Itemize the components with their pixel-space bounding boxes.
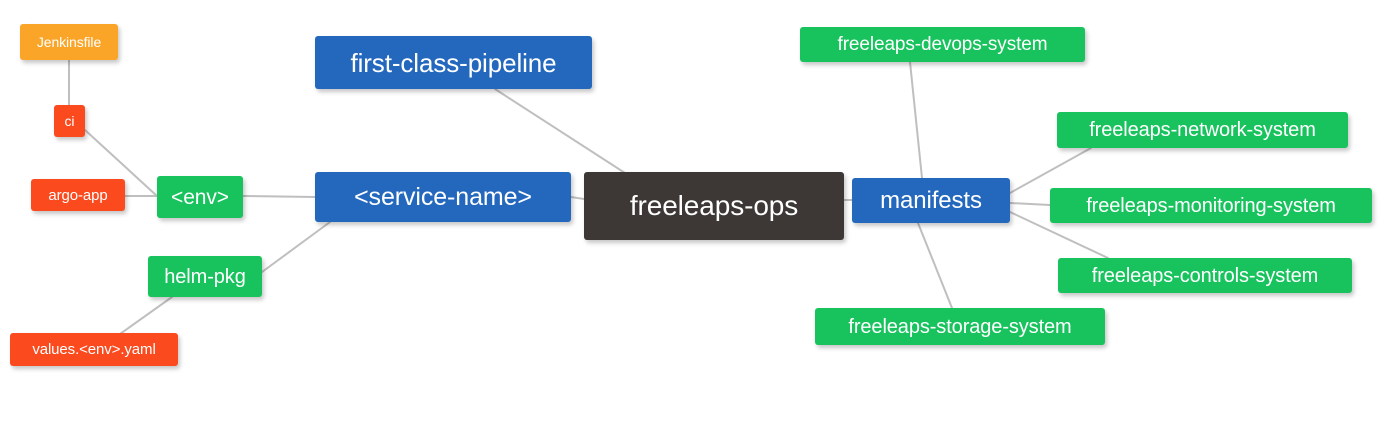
edge-env-to-service-name: [242, 195, 316, 198]
mindmap-node-label: helm-pkg: [164, 265, 246, 288]
mindmap-node-label: freeleaps-network-system: [1089, 119, 1316, 141]
mindmap-node-label: first-class-pipeline: [350, 47, 557, 78]
mindmap-node-label: freeleaps-devops-system: [837, 34, 1048, 55]
mindmap-node-first-class-pipeline[interactable]: first-class-pipeline: [315, 36, 592, 89]
mindmap-node-label: manifests: [880, 186, 982, 214]
mindmap-node-freeleaps-controls-system[interactable]: freeleaps-controls-system: [1058, 258, 1352, 293]
mindmap-node-jenkinsfile[interactable]: Jenkinsfile: [20, 24, 118, 60]
mindmap-node-label: <service-name>: [354, 182, 532, 211]
mindmap-node-manifests[interactable]: manifests: [852, 178, 1010, 223]
mindmap-node-freeleaps-devops-system[interactable]: freeleaps-devops-system: [800, 27, 1085, 62]
edge-service-name-to-helm-pkg: [261, 221, 331, 273]
mindmap-node-label: ci: [64, 113, 75, 129]
edge-first-class-pipeline-to-freeleaps-ops: [494, 88, 626, 174]
mindmap-node-service-name[interactable]: <service-name>: [315, 172, 571, 222]
mindmap-node-label: values.<env>.yaml: [32, 341, 156, 358]
mindmap-node-env[interactable]: <env>: [157, 176, 243, 218]
edge-manifests-to-freeleaps-monitoring-system: [1009, 202, 1051, 206]
mindmap-node-label: Jenkinsfile: [36, 34, 102, 50]
mindmap-node-argo-app[interactable]: argo-app: [31, 179, 125, 211]
edge-manifests-to-freeleaps-storage-system: [917, 222, 953, 309]
mindmap-node-label: freeleaps-monitoring-system: [1086, 194, 1336, 217]
edge-manifests-to-freeleaps-devops-system: [909, 61, 923, 179]
mindmap-node-freeleaps-ops[interactable]: freeleaps-ops: [584, 172, 844, 240]
mindmap-node-values-yaml[interactable]: values.<env>.yaml: [10, 333, 178, 366]
mindmap-node-freeleaps-storage-system[interactable]: freeleaps-storage-system: [815, 308, 1105, 345]
mindmap-node-freeleaps-monitoring-system[interactable]: freeleaps-monitoring-system: [1050, 188, 1372, 223]
mindmap-node-label: freeleaps-storage-system: [848, 315, 1072, 338]
edge-helm-pkg-to-values-yaml: [119, 296, 173, 335]
mindmap-node-label: freeleaps-controls-system: [1091, 264, 1319, 287]
edge-service-name-to-freeleaps-ops: [570, 196, 585, 200]
mindmap-node-helm-pkg[interactable]: helm-pkg: [148, 256, 262, 297]
mindmap-node-label: freeleaps-ops: [629, 190, 799, 221]
mindmap-node-freeleaps-network-system[interactable]: freeleaps-network-system: [1057, 112, 1348, 148]
mindmap-node-label: <env>: [171, 185, 229, 209]
mindmap-node-ci[interactable]: ci: [54, 105, 85, 137]
mindmap-node-label: argo-app: [48, 186, 108, 204]
edge-manifests-to-freeleaps-network-system: [1009, 147, 1092, 194]
